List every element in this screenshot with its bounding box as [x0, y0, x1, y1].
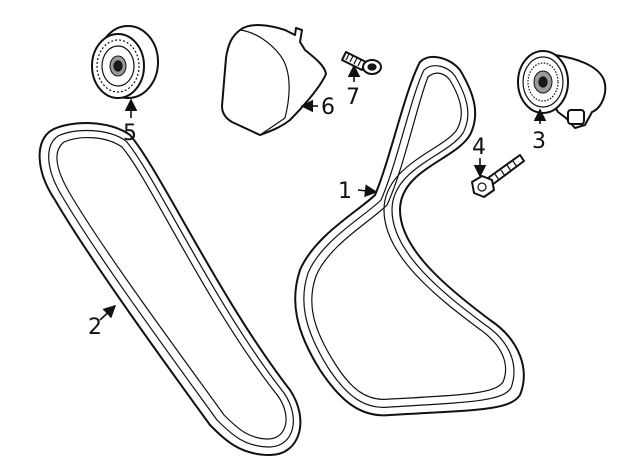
- cover-6: [221, 24, 327, 136]
- bolt-7: [341, 51, 382, 75]
- callout-1: 1: [338, 179, 352, 204]
- callout-2: 2: [88, 315, 102, 340]
- belt-1: [294, 55, 525, 417]
- leader-1: [357, 184, 378, 198]
- callout-6: 6: [321, 95, 335, 120]
- callout-5: 5: [123, 121, 137, 146]
- leader-2: [99, 304, 117, 321]
- bolt-4: [471, 154, 525, 198]
- callout-4: 4: [472, 135, 486, 160]
- tensioner-3: [517, 50, 607, 129]
- idler-pulley-5: [91, 25, 159, 99]
- callout-3: 3: [532, 129, 546, 154]
- callout-7: 7: [346, 85, 360, 110]
- belt-2: [38, 122, 302, 456]
